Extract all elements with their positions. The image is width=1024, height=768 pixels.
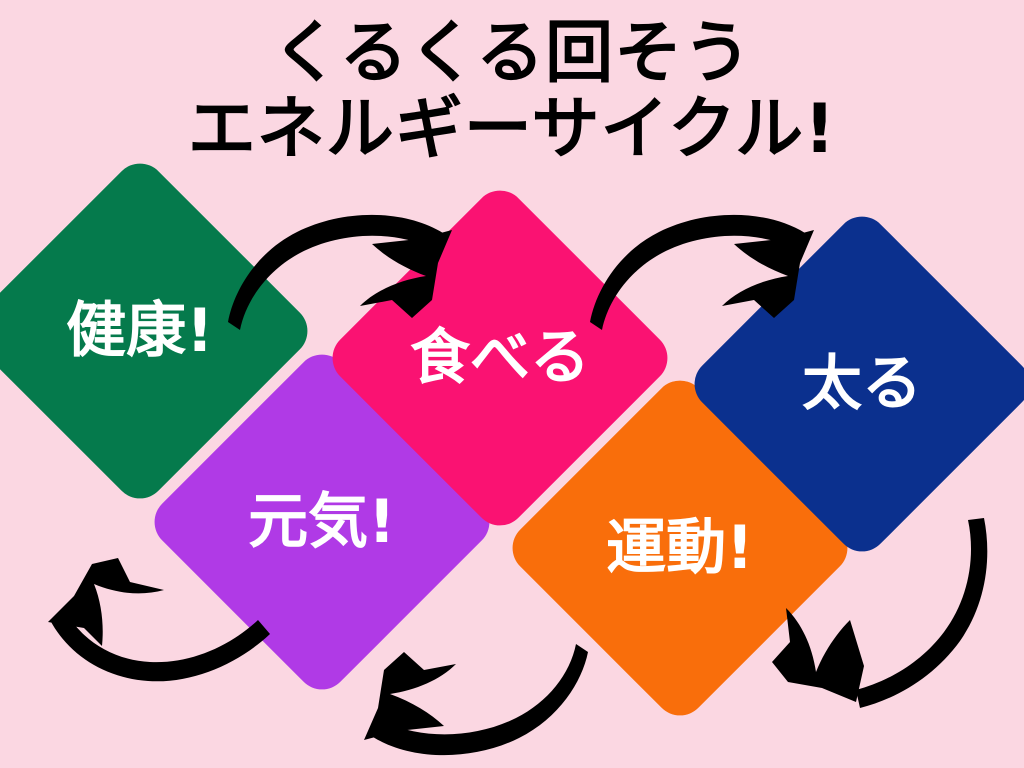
cycle-node-label: 元気! [248, 487, 396, 557]
cycle-node-label: 運動! [606, 513, 754, 583]
cycle-node-label: 健康! [66, 296, 214, 366]
arrow-undou-to-genki [364, 644, 588, 756]
cycle-node-label: 食べる [410, 323, 590, 393]
title-line-1: くるくる回そう [271, 14, 753, 93]
title-line-2: エネルギーサイクル! [187, 90, 837, 169]
cycle-node-label: 太る [802, 349, 922, 419]
page-title: くるくる回そう エネルギーサイクル! [0, 16, 1024, 168]
